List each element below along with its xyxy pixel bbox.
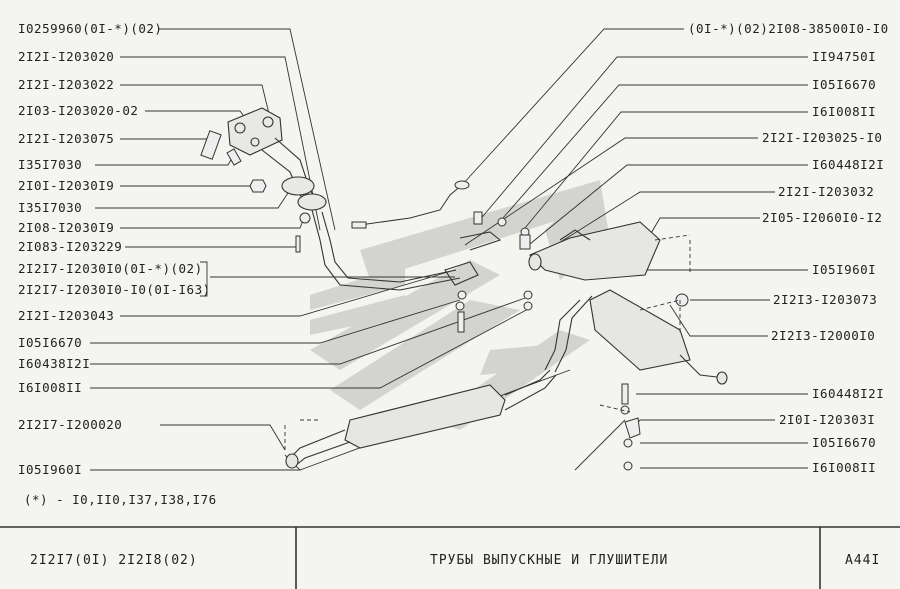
label-left-5: 2I2I-I203075 xyxy=(18,131,115,146)
label-right-14: I05I6670 xyxy=(812,435,877,450)
label-left-7: 2I0I-I2030I9 xyxy=(18,178,115,193)
page-number: A44I xyxy=(845,553,881,568)
label-left-18: I05I960I xyxy=(18,462,83,477)
front-pipe xyxy=(311,209,461,291)
label-right-9: I05I960I xyxy=(812,262,877,277)
page-title: ТРУБЫ ВЫПУСКНЫЕ И ГЛУШИТЕЛИ xyxy=(430,553,669,568)
model-numbers: 2I2I7(0I) 2I2I8(02) xyxy=(30,553,198,568)
label-left-14: I05I6670 xyxy=(18,335,83,350)
label-left-12: 2I2I7-I2030I0-I0(0I-I63) xyxy=(18,282,211,297)
label-left-16: I6I008II xyxy=(18,380,83,395)
label-right-1: (0I-*)(02)2I08-38500I0-I0 xyxy=(688,21,889,36)
label-left-2: 2I2I-I203020 xyxy=(18,49,115,64)
assembly-arrows xyxy=(284,234,691,450)
label-right-11: 2I2I3-I2000I0 xyxy=(771,328,876,343)
label-right-6: I60448I2I xyxy=(812,157,885,172)
pipe-clamp xyxy=(444,231,502,286)
intermediate-muffler xyxy=(285,369,557,469)
label-left-13: 2I2I-I203043 xyxy=(18,308,115,323)
label-left-3: 2I2I-I203022 xyxy=(18,77,115,92)
leader-lines-right xyxy=(461,28,808,471)
label-left-8: I35I7030 xyxy=(18,200,83,215)
label-bracket xyxy=(200,261,208,297)
rear-muffler xyxy=(544,289,728,385)
label-left-1: I0259960(0I-*)(02) xyxy=(18,21,163,36)
manifold-flange xyxy=(227,107,327,211)
label-right-12: I60448I2I xyxy=(812,386,885,401)
label-right-10: 2I2I3-I203073 xyxy=(773,292,878,307)
label-right-7: 2I2I-I203032 xyxy=(778,184,875,199)
label-left-15: I60438I2I xyxy=(18,356,91,371)
fasteners xyxy=(200,130,689,471)
label-right-2: II94750I xyxy=(812,49,877,64)
label-left-9: 2I08-I2030I9 xyxy=(18,220,115,235)
label-left-11: 2I2I7-I2030I0(0I-*)(02) xyxy=(18,261,203,276)
label-left-4: 2I03-I203020-02 xyxy=(18,103,139,118)
label-right-8: 2I05-I2060I0-I2 xyxy=(762,210,883,225)
footnote: (*) - I0,II0,I37,I38,I76 xyxy=(24,492,217,507)
label-right-3: I05I6670 xyxy=(812,77,877,92)
label-left-17: 2I2I7-I200020 xyxy=(18,417,123,432)
label-right-15: I6I008II xyxy=(812,460,877,475)
watermark-logo xyxy=(310,180,610,430)
catalytic-converter xyxy=(528,221,661,281)
label-right-5: 2I2I-I203025-I0 xyxy=(762,130,883,145)
label-left-10: 2I083-I203229 xyxy=(18,239,123,254)
label-left-6: I35I7030 xyxy=(18,157,83,172)
oxygen-sensor xyxy=(351,180,470,229)
title-block-frame xyxy=(0,526,900,589)
label-right-4: I6I008II xyxy=(812,104,877,119)
label-right-13: 2I0I-I20303I xyxy=(779,412,876,427)
